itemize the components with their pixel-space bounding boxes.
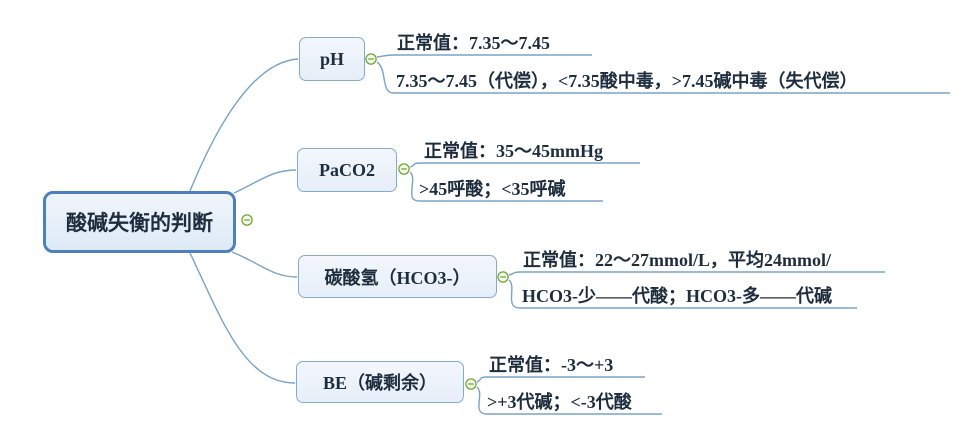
- collapse-minus-icon-paco2[interactable]: [398, 163, 410, 175]
- branch-topic-ph-label: pH: [319, 48, 344, 69]
- branch-topic-hco3[interactable]: 碳酸氢（HCO3-）: [298, 255, 497, 298]
- minus-icon: [398, 163, 410, 175]
- leaf-topic-ph-normal[interactable]: 正常值：7.35～7.45: [397, 33, 550, 53]
- leaf-topic-paco2-rules[interactable]: >45呼酸；<35呼碱: [419, 179, 566, 199]
- leaf-topic-hco3-rules[interactable]: HCO3-少——代酸；HCO3-多——代碱: [522, 286, 832, 306]
- leaf-topic-ph-rules[interactable]: 7.35～7.45（代偿），<7.35酸中毒，>7.45碱中毒（失代偿）: [396, 71, 858, 91]
- branch-topic-paco2-label: PaCO2: [319, 159, 375, 180]
- collapse-minus-icon-root[interactable]: [241, 214, 253, 226]
- minus-icon: [497, 271, 509, 283]
- connector-hco3-leaf1: [508, 271, 885, 276]
- minus-icon: [241, 214, 253, 226]
- connector-root-be: [189, 252, 296, 384]
- central-topic[interactable]: 酸碱失衡的判断: [43, 191, 236, 253]
- connector-ph-leaf1: [376, 54, 592, 58]
- leaf-topic-hco3-normal[interactable]: 正常值：22～27mmol/L，平均24mmol/: [523, 250, 831, 270]
- connector-be-leaf1: [476, 376, 645, 383]
- collapse-minus-icon-ph[interactable]: [365, 53, 377, 65]
- branch-topic-hco3-label: 碳酸氢（HCO3-）: [324, 267, 471, 288]
- connector-paco2-leaf2: [409, 171, 603, 202]
- connector-root-ph: [189, 58, 299, 192]
- branch-topic-paco2[interactable]: PaCO2: [297, 148, 397, 192]
- collapse-minus-icon-be[interactable]: [465, 378, 477, 390]
- central-topic-label: 酸碱失衡的判断: [66, 211, 213, 235]
- minus-icon: [465, 378, 477, 390]
- connector-root-hco3: [231, 251, 298, 278]
- collapse-minus-icon-hco3[interactable]: [497, 271, 509, 283]
- connector-paco2-leaf1: [409, 162, 640, 168]
- connector-be-leaf2: [476, 386, 662, 415]
- leaf-topic-be-normal[interactable]: 正常值：-3～+3: [489, 355, 614, 375]
- branch-topic-be-label: BE（碱剩余）: [322, 373, 437, 393]
- leaf-topic-paco2-normal[interactable]: 正常值：35～45mmHg: [424, 141, 603, 161]
- connector-root-paco2: [233, 169, 297, 194]
- branch-topic-be[interactable]: BE（碱剩余）: [296, 361, 464, 403]
- minus-icon: [365, 53, 377, 65]
- leaf-topic-be-rules[interactable]: >+3代碱；<-3代酸: [487, 392, 632, 412]
- branch-topic-ph[interactable]: pH: [299, 37, 365, 81]
- connector-hco3-leaf2: [508, 279, 857, 309]
- connector-ph-leaf2: [376, 61, 950, 94]
